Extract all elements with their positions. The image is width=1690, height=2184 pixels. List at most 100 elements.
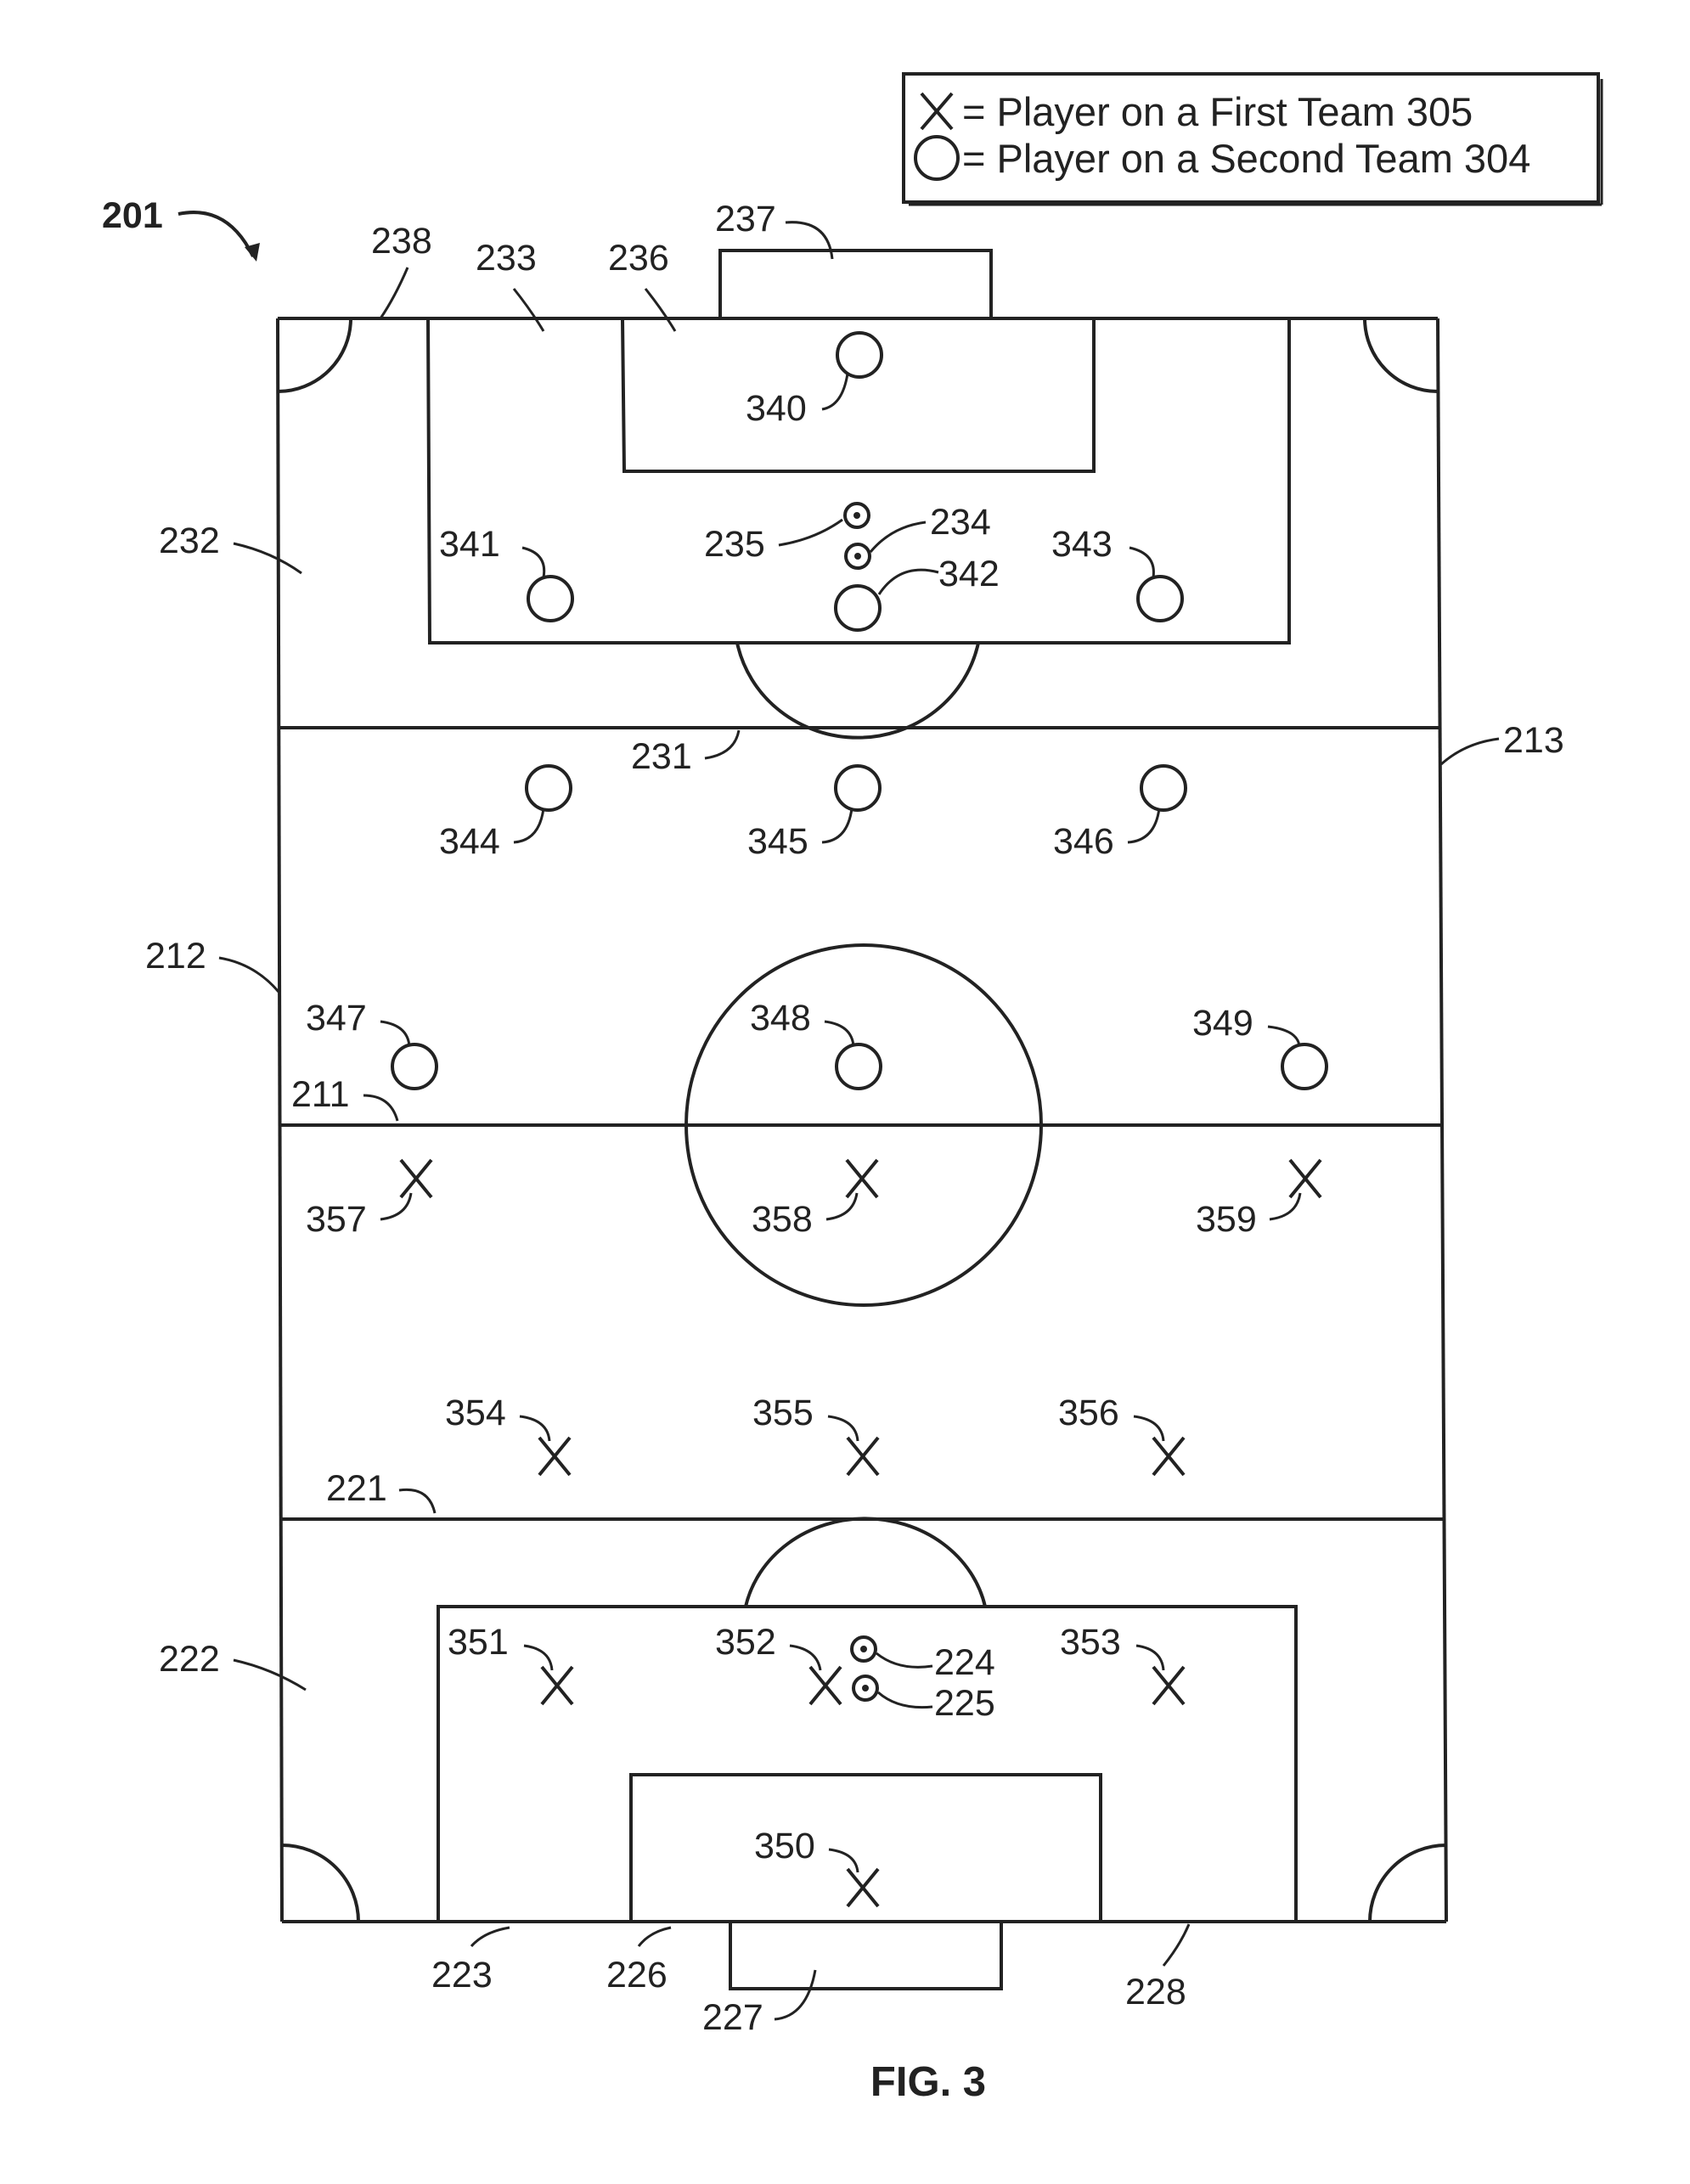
player-circle-marker	[834, 764, 882, 812]
second-team-player: 346	[1053, 764, 1187, 862]
player-x-marker	[1288, 1158, 1322, 1199]
corner-arc-top-left	[277, 318, 352, 393]
reference-leader-line	[877, 1691, 933, 1709]
first-team-player: 357	[306, 1158, 433, 1240]
player-leader-line	[789, 1644, 822, 1671]
field-reference-225: 225	[877, 1683, 995, 1724]
field-reference-213: 213	[1440, 720, 1564, 766]
reference-leader-line	[644, 288, 677, 332]
reference-leader-line	[774, 1969, 817, 2021]
second-team-player: 341	[439, 524, 574, 622]
reference-leader-line	[512, 288, 545, 332]
first-team-player: 356	[1058, 1393, 1186, 1477]
player-number-label: 356	[1058, 1393, 1119, 1433]
player-number-label: 345	[747, 821, 808, 862]
reference-number-label: 222	[159, 1639, 220, 1680]
player-number-label: 343	[1051, 524, 1113, 565]
player-number-label: 346	[1053, 821, 1114, 862]
second-team-player: 349	[1192, 1003, 1328, 1090]
reference-leader-line	[233, 1658, 307, 1691]
player-x-marker	[1152, 1436, 1186, 1477]
player-number-label: 350	[754, 1826, 815, 1866]
corner-arc-top-right	[1363, 318, 1439, 393]
figure-ref-label: 201	[102, 195, 163, 236]
field-reference-231: 231	[631, 729, 741, 777]
center-circle	[684, 943, 1043, 1307]
player-leader-line	[824, 1020, 855, 1047]
player-leader-line	[380, 1020, 411, 1047]
reference-number-label: 233	[476, 238, 537, 279]
corner-arc-bottom-left	[281, 1843, 360, 1922]
player-number-label: 344	[439, 821, 500, 862]
player-number-label: 354	[445, 1393, 506, 1433]
player-number-label: 357	[306, 1199, 367, 1240]
reference-number-label: 226	[606, 1955, 668, 1995]
player-leader-line	[1269, 1192, 1302, 1221]
player-leader-line	[1127, 808, 1161, 844]
player-circle-marker	[1136, 575, 1184, 622]
lower-penalty-area	[437, 1605, 1298, 1922]
field-reference-233: 233	[476, 238, 545, 332]
first-team-player: 352	[715, 1622, 842, 1706]
player-leader-line	[380, 1192, 413, 1221]
reference-leader-line	[876, 1652, 933, 1669]
field-reference-224: 224	[876, 1642, 995, 1683]
player-circle-marker	[527, 575, 574, 622]
player-x-marker	[808, 1665, 842, 1706]
field-reference-223: 223	[431, 1926, 510, 1995]
player-number-label: 355	[752, 1393, 814, 1433]
player-number-label: 341	[439, 524, 500, 565]
field-reference-234: 234	[869, 502, 991, 553]
player-circle-marker	[391, 1043, 438, 1090]
player-circle-marker	[1140, 764, 1187, 812]
reference-number-label: 224	[934, 1642, 995, 1683]
field-reference-212: 212	[145, 936, 280, 993]
reference-number-label: 223	[431, 1955, 493, 1995]
lower-goal-area	[629, 1773, 1102, 1922]
player-leader-line	[828, 1848, 859, 1873]
left-touchline	[276, 318, 284, 1922]
player-x-marker	[399, 1158, 433, 1199]
field-reference-222: 222	[159, 1639, 307, 1691]
player-circle-marker	[834, 584, 882, 632]
second-team-player: 343	[1051, 524, 1184, 622]
player-number-label: 352	[715, 1622, 776, 1663]
reference-leader-line	[869, 521, 927, 553]
second-team-player: 344	[439, 764, 572, 862]
reference-number-label: 221	[326, 1468, 387, 1509]
reference-number-label: 228	[1125, 1972, 1186, 2012]
player-x-marker	[540, 1665, 574, 1706]
reference-number-label: 238	[371, 221, 432, 262]
reference-leader-line	[233, 542, 302, 575]
right-touchline	[1436, 318, 1448, 1922]
player-x-marker	[845, 1158, 879, 1199]
lower-penalty-arc	[744, 1517, 987, 1607]
legend-entry-first-team: = Player on a First Team 305	[962, 89, 1473, 134]
upper-penalty-area	[426, 318, 1291, 645]
player-leader-line	[1267, 1025, 1301, 1047]
player-circle-marker	[525, 764, 572, 812]
reference-leader-line	[470, 1926, 510, 1948]
field-reference-236: 236	[608, 238, 677, 332]
figure-ref-leader	[177, 211, 255, 257]
player-circle-marker	[836, 331, 883, 379]
second-team-player: 348	[750, 998, 882, 1090]
player-leader-line	[825, 1192, 859, 1221]
player-leader-line	[821, 808, 853, 844]
player-number-label: 358	[752, 1199, 813, 1240]
lower-goal	[729, 1922, 1003, 1990]
reference-leader-line	[785, 221, 834, 260]
second-team-player: 342	[834, 554, 1000, 632]
reference-leader-line	[1162, 1923, 1191, 1967]
player-number-label: 349	[1192, 1003, 1253, 1044]
first-team-player: 359	[1196, 1158, 1322, 1240]
second-team-player: 345	[747, 764, 882, 862]
second-team-player: 340	[746, 331, 883, 429]
reference-number-label: 234	[930, 502, 991, 543]
player-x-marker	[1152, 1665, 1186, 1706]
field-reference-235: 235	[704, 518, 843, 565]
reference-leader-line	[704, 729, 741, 760]
